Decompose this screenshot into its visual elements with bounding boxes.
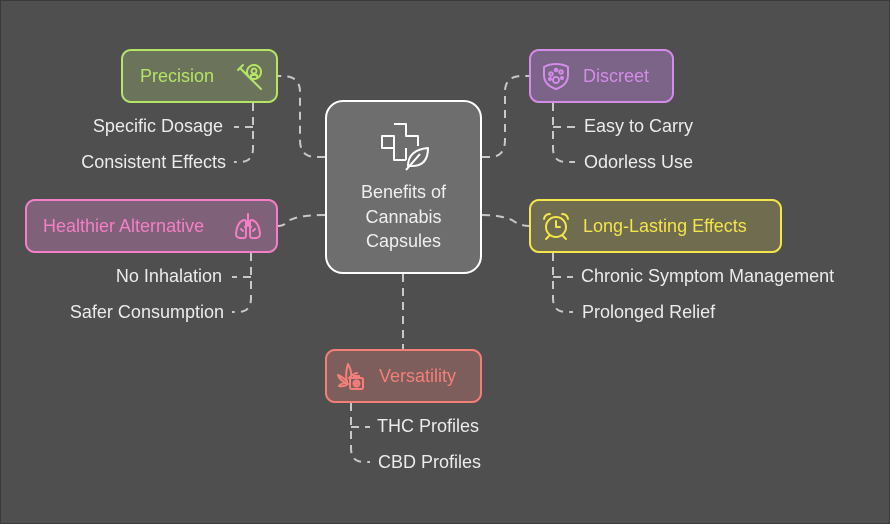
leaf-odorless-use: Odorless Use — [584, 152, 694, 172]
leaf-prolonged-relief: Prolonged Relief — [582, 302, 716, 322]
central-topic-node[interactable]: Benefits of Cannabis Capsules — [325, 100, 482, 274]
leaf-cbd-profiles: CBD Profiles — [378, 452, 482, 472]
branch-label-precision: Precision — [140, 65, 215, 86]
connector-center-healthier — [277, 214, 326, 227]
leaf-safer-consumption: Safer Consumption — [69, 302, 224, 322]
leaf-consistent-effects: Consistent Effects — [81, 152, 226, 172]
central-title-line-3: Capsules — [365, 231, 442, 251]
cannabis-leaf-medkit-icon — [337, 363, 364, 390]
branch-label-versatility: Versatility — [379, 365, 457, 386]
branch-label-long-lasting-effects: Long-Lasting Effects — [583, 215, 747, 236]
branch-node-healthier-alternative[interactable]: Healthier Alternative — [25, 199, 278, 253]
medical-cross-leaf-icon — [381, 123, 429, 171]
branch-node-precision[interactable]: Precision — [121, 49, 278, 103]
branch-label-discreet: Discreet — [583, 65, 650, 86]
connector-versatility-leaves — [350, 403, 370, 463]
connector-long-lasting-leaves — [552, 253, 573, 313]
central-topic-title: Benefits of Cannabis Capsules — [327, 180, 480, 254]
connector-precision-leaves — [234, 103, 254, 163]
branch-node-versatility[interactable]: Versatility — [325, 349, 482, 403]
leaf-easy-to-carry: Easy to Carry — [584, 116, 694, 136]
branch-label-healthier-alternative: Healthier Alternative — [43, 215, 205, 236]
lungs-icon — [235, 213, 261, 240]
connector-discreet-leaves — [552, 103, 575, 163]
branch-node-discreet[interactable]: Discreet — [529, 49, 674, 103]
central-title-line-1: Benefits of — [360, 182, 447, 202]
leaf-no-inhalation: No Inhalation — [115, 266, 222, 286]
connector-center-precision — [278, 75, 325, 158]
shield-dots-icon — [543, 63, 569, 90]
branch-node-long-lasting-effects[interactable]: Long-Lasting Effects — [529, 199, 782, 253]
connector-center-discreet — [482, 75, 529, 158]
connector-center-long-lasting — [481, 214, 530, 227]
leaf-chronic-symptom-management: Chronic Symptom Management — [581, 266, 835, 286]
connector-healthier-leaves — [232, 253, 252, 313]
leaf-thc-profiles: THC Profiles — [377, 416, 480, 436]
syringe-pill-icon — [237, 64, 262, 90]
central-title-line-2: Cannabis — [365, 206, 442, 227]
alarm-clock-icon — [543, 213, 569, 240]
leaf-specific-dosage: Specific Dosage — [92, 116, 223, 136]
